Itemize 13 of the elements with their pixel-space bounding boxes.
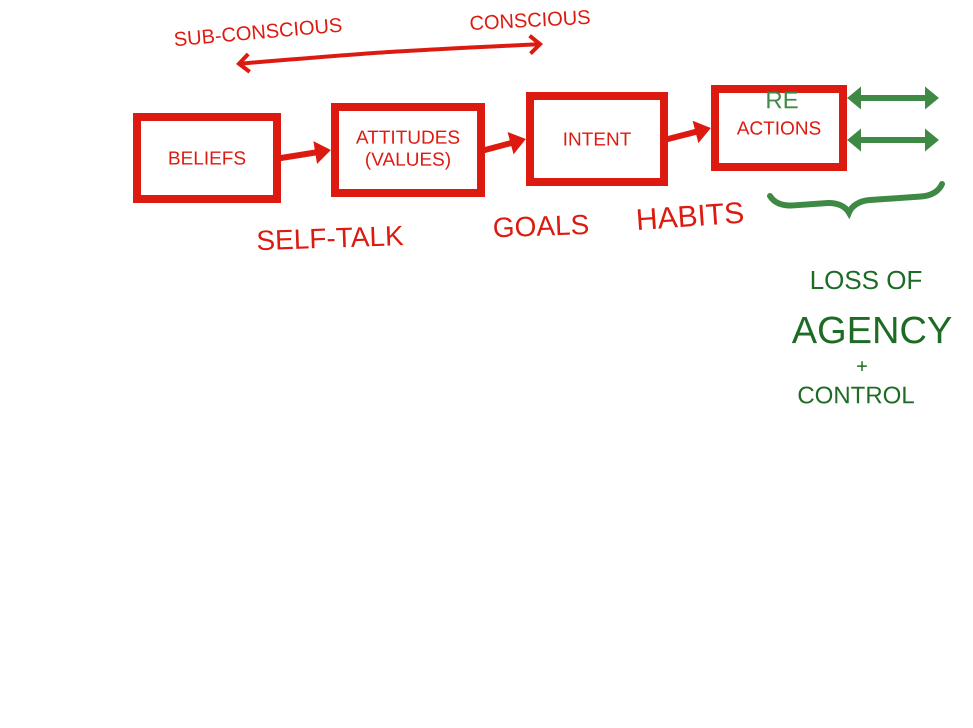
handwritten-label: SUB-CONSCIOUS [175, 18, 342, 46]
handwritten-label: CONTROL [798, 386, 914, 404]
handwritten-label: RE [767, 92, 798, 108]
handwritten-label: + [857, 361, 867, 372]
handwritten-label: AGENCY [792, 316, 952, 344]
process-box: INTENT [526, 92, 668, 186]
handwritten-label: GOALS [494, 214, 588, 238]
process-box: ATTITUDES (VALUES) [331, 103, 485, 197]
handwritten-label: SELF-TALK [258, 226, 404, 250]
handwritten-label: HABITS [638, 202, 744, 230]
handwritten-label: LOSS OF [812, 270, 922, 290]
process-box: BELIEFS [133, 113, 281, 203]
handwritten-label: CONSCIOUS [470, 10, 590, 30]
